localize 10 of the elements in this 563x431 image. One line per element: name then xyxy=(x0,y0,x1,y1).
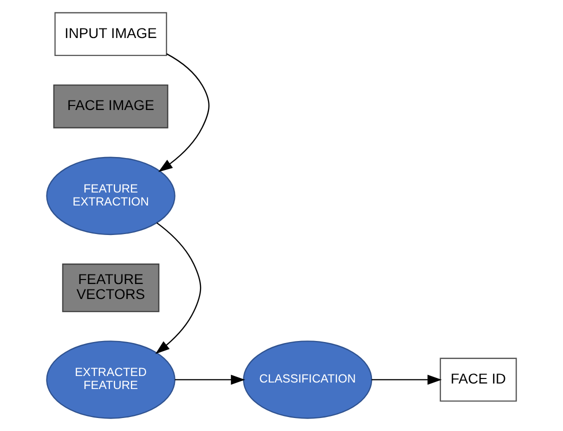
arrow xyxy=(158,53,210,172)
node-box: FEATURE VECTORS xyxy=(62,264,160,312)
node-box: FACE ID xyxy=(440,358,517,402)
node-ellipse: CLASSIFICATION xyxy=(242,340,372,419)
arrow xyxy=(372,374,442,385)
node-box: FACE IMAGE xyxy=(53,84,168,128)
node-ellipse: FEATURE EXTRACTION xyxy=(46,156,176,236)
node-box: INPUT IMAGE xyxy=(54,12,168,56)
arrow xyxy=(174,374,246,385)
arrow xyxy=(155,222,202,354)
